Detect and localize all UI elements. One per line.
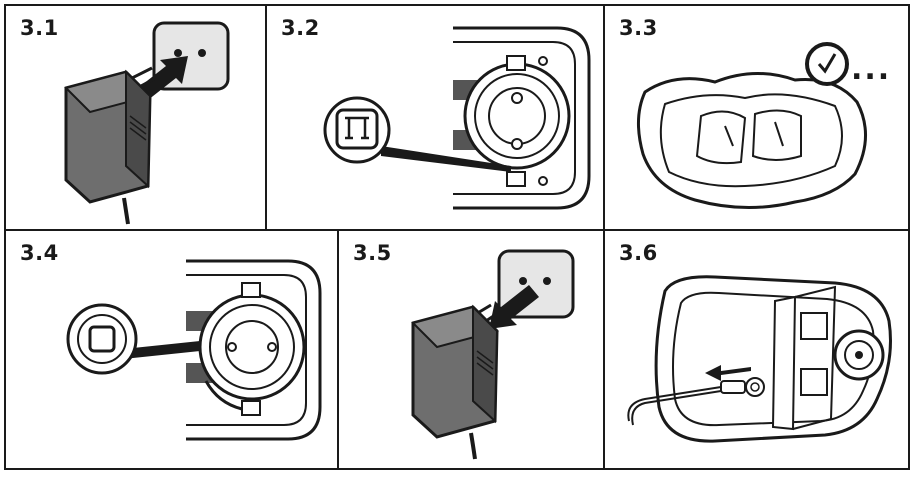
step-label: 3.4 — [20, 241, 59, 265]
timer-ellipsis: ... — [851, 52, 892, 87]
col-divider-bottom-1 — [337, 229, 339, 468]
instruction-sheet: 3.1 3.2 — [4, 4, 910, 470]
row-divider — [6, 229, 908, 231]
step-3-2-panel: 3.2 — [267, 6, 603, 229]
step-3-3-panel: 3.3 ... — [605, 6, 908, 229]
col-divider-bottom-2 — [603, 229, 605, 468]
adapter-plug-in-icon — [64, 21, 230, 225]
pump-symbol-icon — [323, 26, 591, 210]
step-3-4-panel: 3.4 — [6, 231, 337, 468]
step-label: 3.5 — [353, 241, 392, 265]
step-label: 3.6 — [619, 241, 658, 265]
col-divider-top-2 — [603, 6, 605, 229]
square-button-icon — [66, 259, 322, 441]
col-divider-top-1 — [265, 6, 267, 229]
step-3-5-panel: 3.5 — [339, 231, 603, 468]
step-3-6-panel: 3.6 — [605, 231, 908, 468]
step-label: 3.2 — [281, 16, 320, 40]
step-label: 3.1 — [20, 16, 59, 40]
step-label: 3.3 — [619, 16, 658, 40]
deflated-bath-icon — [636, 42, 867, 210]
adapter-unplug-icon — [411, 249, 575, 460]
cable-unplug-icon — [627, 275, 892, 443]
step-3-1-panel: 3.1 — [6, 6, 265, 229]
